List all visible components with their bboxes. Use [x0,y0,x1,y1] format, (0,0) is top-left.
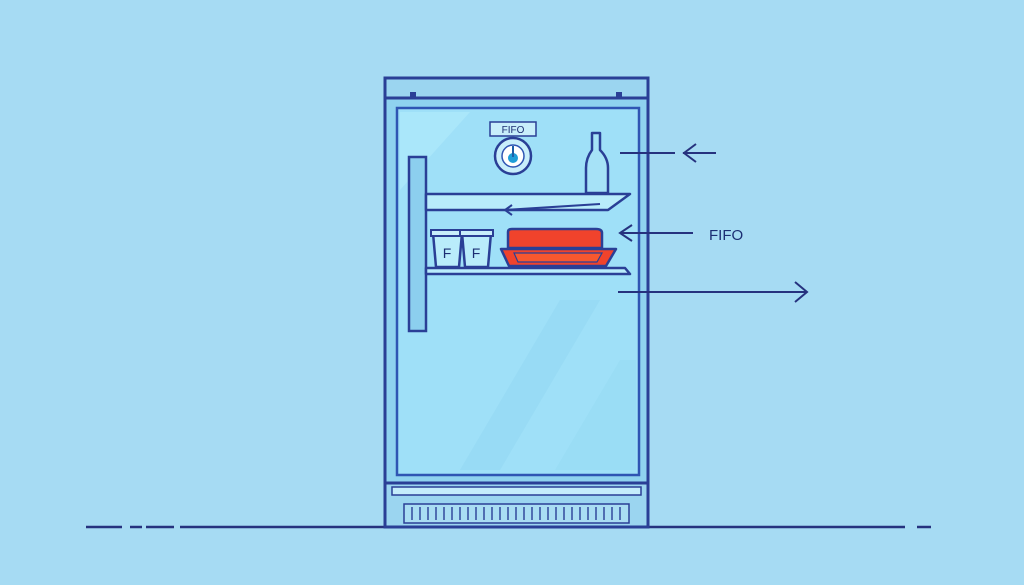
fridge-base [383,481,650,529]
lower-shelf [424,266,632,276]
arrow-left-icon [618,224,693,242]
thermostat-dial-icon[interactable] [493,136,533,176]
container-mark: F [443,245,452,261]
door-handle[interactable] [407,155,428,333]
fifo-badge-label: FIFO [502,125,525,136]
arrow-right-icon [618,281,809,303]
storage-container: F [430,229,465,269]
upper-shelf [424,192,632,216]
storage-container: F [459,229,494,269]
container-mark: F [472,245,481,261]
arrow-left-icon [620,143,716,163]
fifo-side-label: FIFO [709,227,743,244]
fifo-badge: FIFO [489,121,537,137]
food-dish [499,227,618,268]
